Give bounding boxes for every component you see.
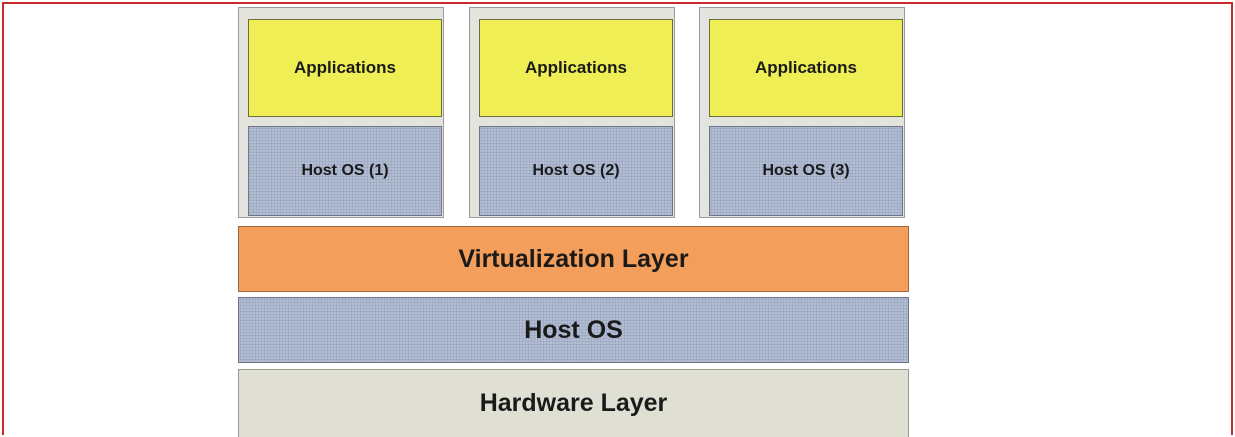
applications-box-1: Applications	[248, 19, 442, 117]
virtualization-layer: Virtualization Layer	[238, 226, 909, 292]
virtual-machine-3: Applications Host OS (3)	[699, 7, 905, 218]
applications-box-2: Applications	[479, 19, 673, 117]
virtual-machine-1: Applications Host OS (1)	[238, 7, 444, 218]
virtual-machine-2: Applications Host OS (2)	[469, 7, 675, 218]
guest-os-box-2: Host OS (2)	[479, 126, 673, 216]
guest-os-box-1: Host OS (1)	[248, 126, 442, 216]
host-os-layer: Host OS	[238, 297, 909, 363]
guest-os-box-3: Host OS (3)	[709, 126, 903, 216]
hardware-layer: Hardware Layer	[238, 369, 909, 437]
applications-box-3: Applications	[709, 19, 903, 117]
